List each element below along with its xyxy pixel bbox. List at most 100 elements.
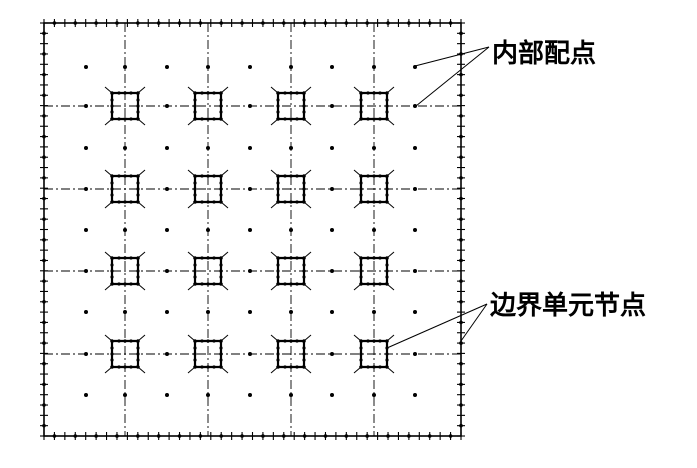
boundary-node bbox=[344, 434, 349, 438]
hole-node bbox=[372, 91, 376, 95]
hole-node bbox=[276, 110, 280, 114]
boundary-node bbox=[42, 196, 46, 201]
interior-point bbox=[165, 65, 169, 69]
interior-point bbox=[165, 269, 169, 273]
boundary-node bbox=[136, 434, 140, 438]
interior-point bbox=[413, 269, 417, 273]
interior-point bbox=[248, 352, 252, 356]
hole-node bbox=[117, 91, 121, 95]
hole-node bbox=[378, 282, 382, 286]
hole-node bbox=[129, 174, 133, 178]
hole-node bbox=[289, 200, 293, 204]
boundary-node bbox=[386, 21, 390, 25]
hole-node bbox=[359, 98, 363, 102]
interior-point bbox=[413, 310, 417, 314]
interior-collocation-points bbox=[84, 65, 417, 397]
hole-node bbox=[378, 365, 382, 369]
boundary-node bbox=[42, 382, 46, 387]
hole-node bbox=[212, 117, 216, 121]
hole-node bbox=[117, 200, 121, 204]
boundary-node bbox=[302, 21, 307, 25]
hole-node bbox=[136, 282, 140, 286]
hole-node bbox=[289, 339, 293, 343]
hole-node bbox=[276, 98, 280, 102]
leader-line-boundary bbox=[386, 303, 488, 349]
hole-node bbox=[302, 352, 306, 356]
hole-node bbox=[219, 98, 223, 102]
hole-node bbox=[359, 110, 363, 114]
interior-point bbox=[84, 393, 88, 397]
boundary-node bbox=[42, 423, 46, 428]
hole-node bbox=[136, 110, 140, 114]
hole-node bbox=[295, 117, 299, 121]
interior-point bbox=[206, 228, 210, 232]
boundary-node bbox=[42, 52, 46, 56]
hole-node bbox=[295, 282, 299, 286]
hole bbox=[104, 334, 146, 374]
hole-node bbox=[123, 256, 127, 260]
hole-node bbox=[295, 91, 299, 95]
interior-point bbox=[413, 393, 417, 397]
boundary-node bbox=[42, 403, 46, 407]
boundary-node bbox=[94, 21, 98, 25]
interior-point bbox=[248, 393, 252, 397]
boundary-node bbox=[42, 320, 46, 325]
hole-node bbox=[219, 181, 223, 185]
boundary-node bbox=[42, 176, 46, 180]
hole-node bbox=[372, 200, 376, 204]
hole-node bbox=[110, 181, 114, 185]
hole-node bbox=[206, 200, 210, 204]
outer-boundary bbox=[40, 19, 465, 440]
interior-point bbox=[372, 228, 376, 232]
interior-point bbox=[165, 187, 169, 191]
interior-point bbox=[123, 310, 127, 314]
hole-node bbox=[359, 339, 363, 343]
boundary-node bbox=[136, 21, 140, 25]
hole-node bbox=[276, 275, 280, 279]
boundary-node bbox=[459, 361, 463, 366]
hole-node bbox=[302, 200, 306, 204]
hole-node bbox=[123, 174, 127, 178]
hole-node bbox=[372, 365, 376, 369]
hole-node bbox=[372, 117, 376, 121]
hole-node bbox=[193, 110, 197, 114]
boundary-node bbox=[459, 134, 463, 139]
hole-node bbox=[123, 282, 127, 286]
hole-node bbox=[378, 174, 382, 178]
hole bbox=[187, 86, 229, 126]
hole-node bbox=[276, 200, 280, 204]
hole-node bbox=[136, 275, 140, 279]
hole-node bbox=[193, 282, 197, 286]
hole-node bbox=[136, 263, 140, 267]
boundary-node bbox=[302, 434, 307, 438]
hole-node bbox=[212, 339, 216, 343]
hole-node bbox=[283, 91, 287, 95]
hole bbox=[104, 169, 146, 209]
boundary-node bbox=[219, 434, 224, 438]
hole-node bbox=[212, 256, 216, 260]
hole-node bbox=[193, 187, 197, 191]
hole-node bbox=[136, 269, 140, 273]
hole-node bbox=[359, 200, 363, 204]
boundary-node bbox=[42, 258, 46, 263]
hole-node bbox=[276, 193, 280, 197]
hole-node bbox=[110, 339, 114, 343]
interior-point bbox=[84, 104, 88, 108]
hole-node bbox=[219, 339, 223, 343]
hole-node bbox=[110, 193, 114, 197]
hole-node bbox=[129, 117, 133, 121]
hole-node bbox=[136, 193, 140, 197]
hole-node bbox=[136, 346, 140, 350]
boundary-node bbox=[459, 341, 463, 345]
interior-point bbox=[413, 146, 417, 150]
hole-node bbox=[276, 365, 280, 369]
hole-node bbox=[276, 256, 280, 260]
hole-node bbox=[110, 282, 114, 286]
hole-node bbox=[136, 358, 140, 362]
hole-node bbox=[219, 358, 223, 362]
hole-node bbox=[366, 174, 370, 178]
interior-point bbox=[248, 228, 252, 232]
hole-node bbox=[117, 117, 121, 121]
interior-point bbox=[123, 65, 127, 69]
hole-node bbox=[276, 104, 280, 108]
